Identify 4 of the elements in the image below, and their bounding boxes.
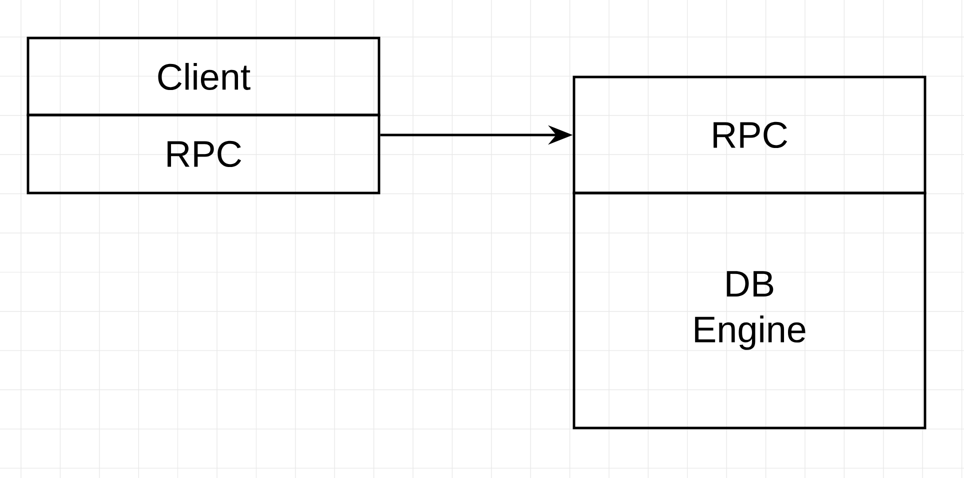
process-box: RPC	[572, 76, 926, 194]
process-box: RPC	[26, 114, 380, 194]
process-box: DB Engine	[572, 192, 926, 430]
process-box: Client	[26, 36, 380, 116]
